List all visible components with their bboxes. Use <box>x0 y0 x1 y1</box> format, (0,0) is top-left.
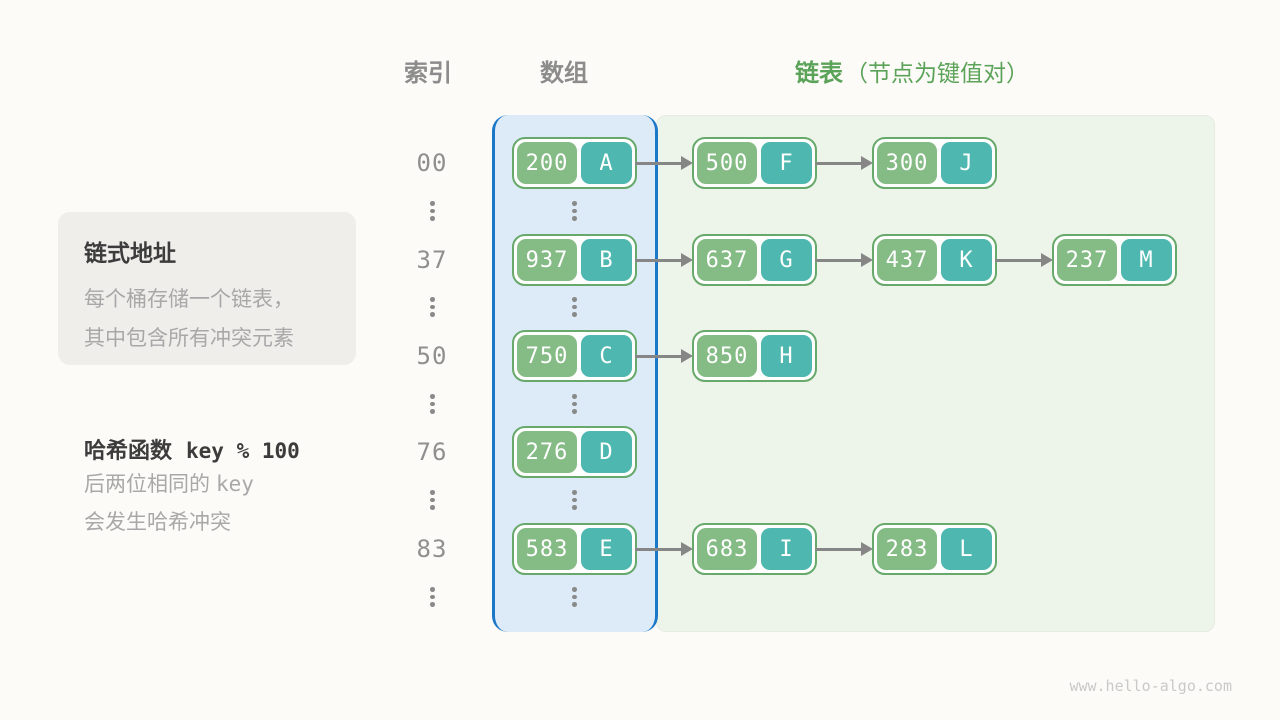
array-pair-node: 750 C <box>512 330 637 382</box>
vertical-ellipsis-icon <box>512 394 637 415</box>
pair-value: A <box>581 142 632 184</box>
pair-value: M <box>1121 239 1172 281</box>
hash-note-line2: 会发生哈希冲突 <box>84 511 231 534</box>
pair-value: H <box>761 335 812 377</box>
vertical-ellipsis-icon <box>512 201 637 222</box>
pair-key: 937 <box>517 239 578 281</box>
chain-node: 300 J <box>872 137 997 189</box>
pair-key: 583 <box>517 528 578 570</box>
vertical-ellipsis-icon <box>512 297 637 318</box>
vertical-ellipsis-icon <box>405 297 459 318</box>
pair-value: L <box>941 528 992 570</box>
arrow-icon <box>815 523 873 575</box>
ellipsis-row <box>0 394 1280 415</box>
vertical-ellipsis-icon <box>512 587 637 608</box>
arrow-icon <box>635 234 693 286</box>
chain-node: 237 M <box>1052 234 1177 286</box>
vertical-ellipsis-icon <box>405 394 459 415</box>
pair-key: 237 <box>1057 239 1118 281</box>
ellipsis-row <box>0 490 1280 511</box>
hash-function-note: 哈希函数 key % 100 后两位相同的 key 会发生哈希冲突 <box>84 433 300 542</box>
pair-key: 283 <box>877 528 938 570</box>
chain-node: 850 H <box>692 330 817 382</box>
bucket-nodes: 750 C 850 H <box>512 330 817 382</box>
bucket-row-76: 76 276 D <box>405 426 637 478</box>
chaining-desc-line2: 其中包含所有冲突元素 <box>84 327 294 350</box>
header-linked-list-label: 链表 <box>795 60 843 87</box>
bucket-index: 50 <box>416 342 448 370</box>
bucket-nodes: 276 D <box>512 426 637 478</box>
bucket-index: 37 <box>416 246 448 274</box>
pair-value: G <box>761 239 812 281</box>
bucket-row-83: 83 583 E 683 I 283 L <box>405 523 997 575</box>
pair-key: 276 <box>517 431 578 473</box>
pair-key: 500 <box>697 142 758 184</box>
arrow-icon <box>635 523 693 575</box>
bucket-nodes: 583 E 683 I 283 L <box>512 523 997 575</box>
chain-node: 437 K <box>872 234 997 286</box>
pair-key: 200 <box>517 142 578 184</box>
pair-value: F <box>761 142 812 184</box>
header-linked-list-note: （节点为键值对） <box>845 60 1029 86</box>
arrow-icon <box>995 234 1053 286</box>
pair-key: 300 <box>877 142 938 184</box>
hash-function-title: 哈希函数 key % 100 <box>84 433 300 465</box>
vertical-ellipsis-icon <box>405 490 459 511</box>
array-pair-node: 583 E <box>512 523 637 575</box>
bucket-index: 83 <box>416 535 448 563</box>
pair-value: D <box>581 431 632 473</box>
ellipsis-row <box>0 587 1280 608</box>
pair-value: K <box>941 239 992 281</box>
hash-function-label: 哈希函数 <box>84 438 173 463</box>
pair-value: E <box>581 528 632 570</box>
ellipsis-row <box>0 201 1280 222</box>
header-array: 数组 <box>540 60 588 87</box>
array-pair-node: 937 B <box>512 234 637 286</box>
arrow-icon <box>635 330 693 382</box>
ellipsis-row <box>0 297 1280 318</box>
pair-key: 683 <box>697 528 758 570</box>
chain-node: 637 G <box>692 234 817 286</box>
bucket-index: 00 <box>416 149 448 177</box>
vertical-ellipsis-icon <box>405 201 459 222</box>
vertical-ellipsis-icon <box>512 490 637 511</box>
bucket-row-50: 50 750 C 850 H <box>405 330 817 382</box>
hash-note-line1: 后两位相同的 key <box>84 465 300 504</box>
arrow-icon <box>815 137 873 189</box>
array-pair-node: 200 A <box>512 137 637 189</box>
vertical-ellipsis-icon <box>405 587 459 608</box>
pair-key: 437 <box>877 239 938 281</box>
bucket-nodes: 937 B 637 G 437 K 237 M <box>512 234 1177 286</box>
bucket-index: 76 <box>416 438 448 466</box>
arrow-icon <box>815 234 873 286</box>
bucket-row-37: 37 937 B 637 G 437 K 237 M <box>405 234 1177 286</box>
hash-note-line1-code: key <box>216 472 254 496</box>
header-linked-list: 链表（节点为键值对） <box>795 53 1029 88</box>
pair-key: 750 <box>517 335 578 377</box>
pair-key: 637 <box>697 239 758 281</box>
bucket-nodes: 200 A 500 F 300 J <box>512 137 997 189</box>
pair-value: B <box>581 239 632 281</box>
chaining-desc-line1: 每个桶存储一个链表， <box>84 288 294 311</box>
chaining-title: 链式地址 <box>84 240 176 266</box>
pair-value: C <box>581 335 632 377</box>
array-pair-node: 276 D <box>512 426 637 478</box>
hash-note-line1-text: 后两位相同的 <box>84 473 210 496</box>
bucket-row-00: 00 200 A 500 F 300 J <box>405 137 997 189</box>
pair-value: I <box>761 528 812 570</box>
pair-value: J <box>941 142 992 184</box>
header-index: 索引 <box>404 60 452 87</box>
arrow-icon <box>635 137 693 189</box>
hash-function-formula: key % 100 <box>186 439 300 463</box>
site-watermark: www.hello-algo.com <box>1069 677 1232 695</box>
chain-node: 283 L <box>872 523 997 575</box>
pair-key: 850 <box>697 335 758 377</box>
chain-node: 683 I <box>692 523 817 575</box>
chaining-info-box: 链式地址 每个桶存储一个链表， 其中包含所有冲突元素 <box>58 212 356 365</box>
chain-node: 500 F <box>692 137 817 189</box>
